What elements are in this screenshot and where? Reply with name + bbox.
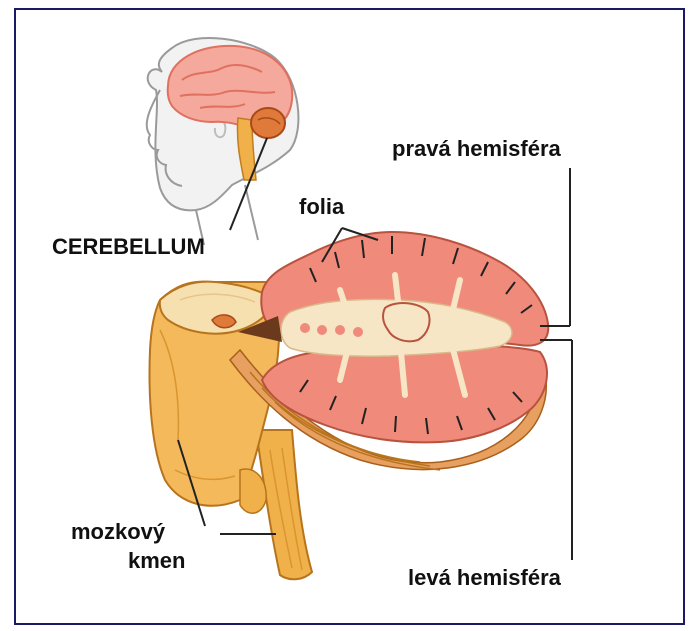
right-hemisphere-label: pravá hemisféra xyxy=(392,138,561,160)
right-hemisphere-leader xyxy=(540,168,570,326)
brainstem-label-line2: kmen xyxy=(128,550,185,572)
brainstem-label-line1: mozkový xyxy=(71,521,165,543)
cerebellum-label: CEREBELLUM xyxy=(52,236,205,258)
left-hemisphere-label: levá hemisféra xyxy=(408,567,561,589)
folia-label: folia xyxy=(299,196,344,218)
head-illustration xyxy=(147,38,299,245)
